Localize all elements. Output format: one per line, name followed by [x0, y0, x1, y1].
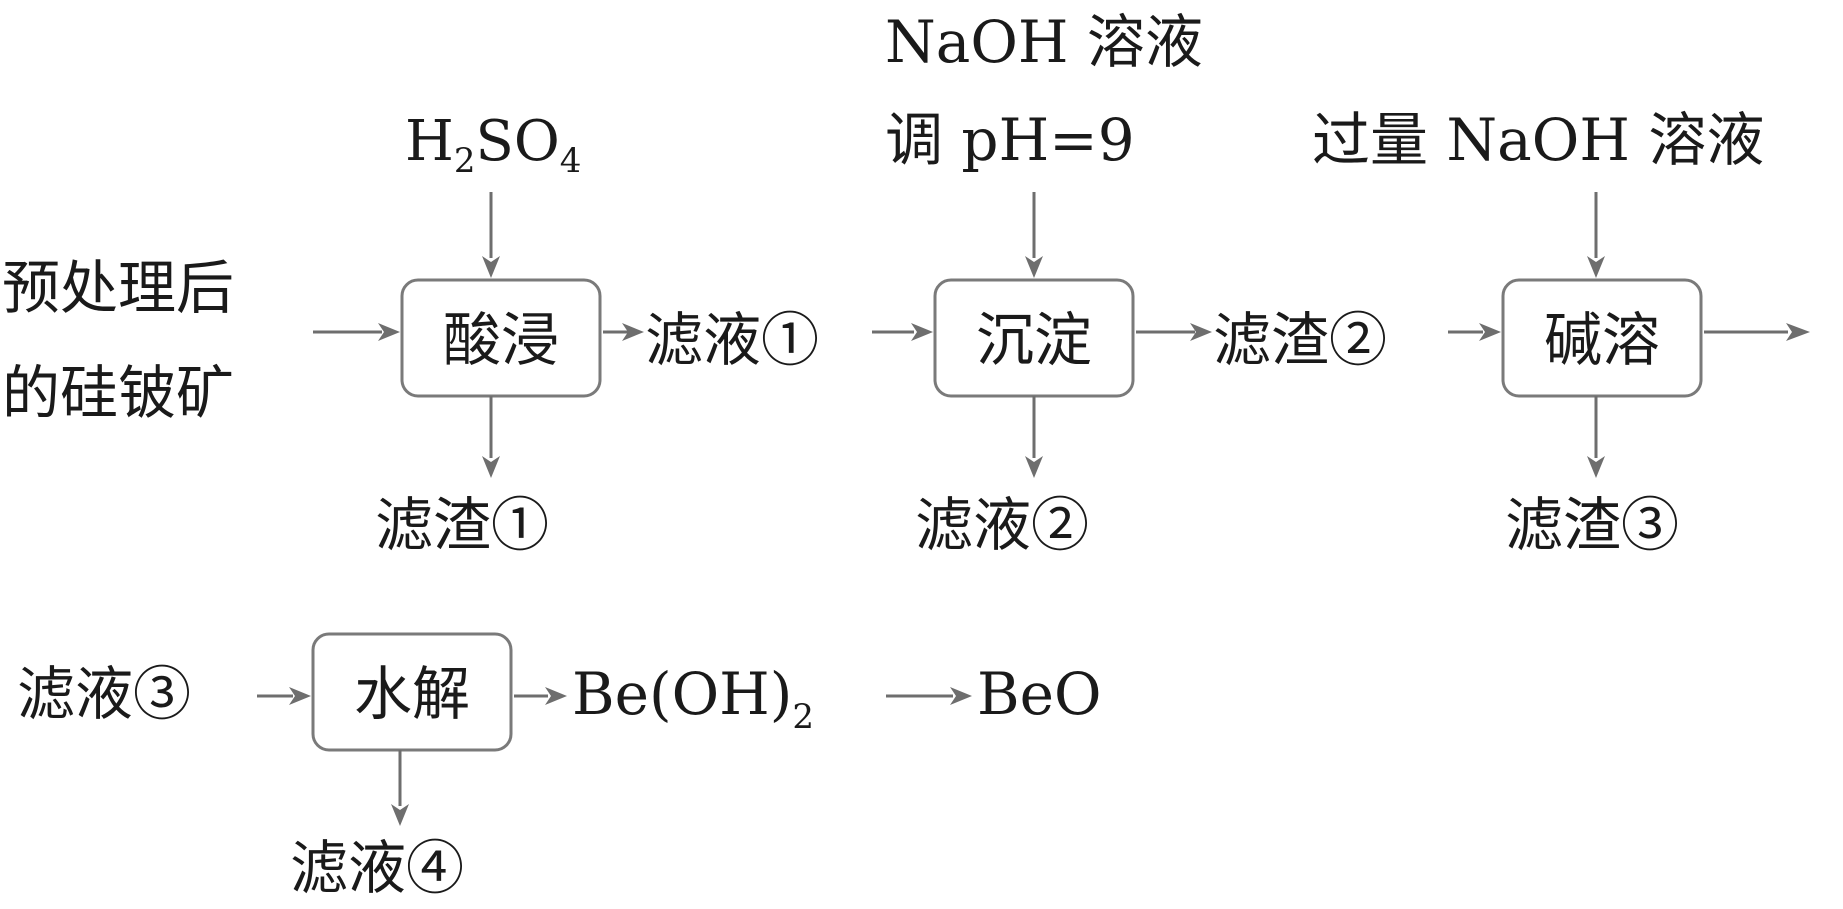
residue-3-label: 滤渣③	[1505, 491, 1679, 559]
hydroxide-formula-main: Be(OH)	[572, 660, 792, 728]
precipitation-step: 沉淀	[933, 278, 1135, 398]
arrowhead-leach-to-filtrate1	[622, 323, 644, 341]
arrowhead-filtrate3-to-hydrolysis	[289, 687, 311, 705]
arrowhead-hydrolysis-to-filtrate4	[391, 804, 409, 826]
arrowhead-dissolve-out	[1786, 323, 1810, 341]
precipitation-label: 沉淀	[976, 306, 1092, 374]
filtrate-1-label: 滤液①	[645, 306, 819, 374]
filtrate-2-label: 滤液②	[915, 491, 1089, 559]
arrowhead-feed-to-leach	[378, 323, 400, 341]
arrowhead-filtrate1-to-precip	[911, 323, 933, 341]
precip-reagent-line2: 调 pH=9	[885, 106, 1135, 174]
arrowhead-hydrolysis-to-hydroxide	[545, 687, 567, 705]
acid-formula-sub1: 2	[454, 141, 476, 181]
arrowhead-precip-to-residue2	[1190, 323, 1212, 341]
alkali-dissolve-step: 碱溶	[1501, 278, 1703, 398]
residue-1-label: 滤渣①	[375, 491, 549, 559]
arrowhead-hydroxide-to-oxide	[950, 687, 972, 705]
hydroxide-product-label: Be(OH)2	[572, 660, 814, 737]
arrowhead-acid-in	[482, 256, 500, 278]
acid-formula-sub2: 4	[560, 141, 582, 181]
arrowhead-base-reagent-in	[1587, 256, 1605, 278]
precip-reagent-line1: NaOH 溶液	[885, 8, 1203, 76]
arrowhead-precip-reagent-in	[1025, 256, 1043, 278]
arrowhead-residue2-to-dissolve	[1479, 323, 1501, 341]
residue-2-label: 滤渣②	[1213, 306, 1387, 374]
filtrate-3-label: 滤液③	[17, 660, 191, 728]
alkali-dissolve-label: 碱溶	[1544, 306, 1660, 374]
filtrate-4-label: 滤液④	[290, 834, 464, 902]
acid-leach-step: 酸浸	[400, 278, 602, 398]
oxide-product-label: BeO	[977, 660, 1102, 728]
acid-leach-label: 酸浸	[443, 306, 559, 374]
acid-formula-h: H	[405, 109, 454, 174]
acid-formula-so: SO	[475, 109, 559, 174]
feed-label-line1: 预处理后	[2, 254, 234, 322]
hydrolysis-step: 水解	[311, 632, 513, 752]
hydrolysis-label: 水解	[354, 660, 470, 728]
feed-label-line2: 的硅铍矿	[2, 359, 234, 427]
arrowhead-leach-to-residue1	[482, 456, 500, 478]
hydroxide-formula-sub: 2	[792, 697, 814, 737]
arrowhead-dissolve-to-residue3	[1587, 456, 1605, 478]
arrowhead-precip-to-filtrate2	[1025, 456, 1043, 478]
base-reagent-label: 过量 NaOH 溶液	[1312, 106, 1764, 174]
acid-reagent-label: H2SO4	[405, 109, 581, 181]
